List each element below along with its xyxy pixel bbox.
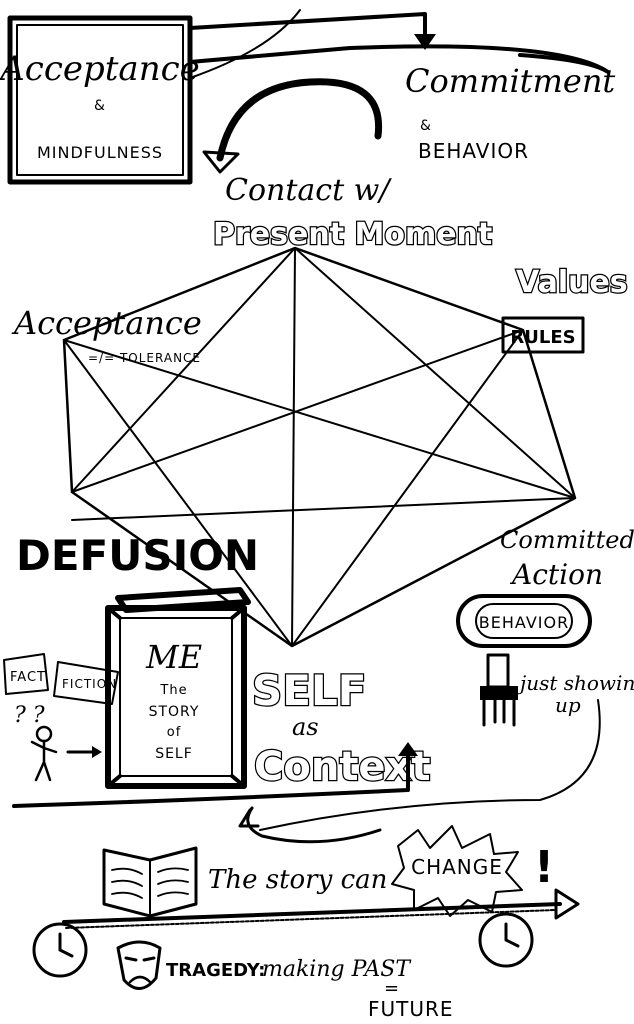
story-can-text: The story can xyxy=(208,865,387,895)
future-text: FUTURE xyxy=(368,997,454,1021)
rules-label: RULES xyxy=(510,327,575,348)
down-arrowhead-icon xyxy=(414,34,436,50)
right-arrowhead-icon xyxy=(92,746,102,758)
question-marks: ? ? xyxy=(14,703,45,728)
swoosh-arrowhead-icon xyxy=(238,808,260,828)
sketch-stroke-1 xyxy=(189,9,301,79)
timeline-hatch xyxy=(65,909,556,929)
top-connector-line xyxy=(188,12,427,46)
commitment-title: Commitment xyxy=(405,62,615,100)
future-clock-icon xyxy=(478,912,534,968)
box-title: Acceptance xyxy=(0,49,200,89)
book-corner-marks xyxy=(106,606,246,788)
chair-icon xyxy=(480,653,518,727)
commitment-subtitle: BEHAVIOR xyxy=(418,139,529,163)
box-subtitle: MINDFULNESS xyxy=(37,143,163,162)
commitment-amp: & xyxy=(420,118,432,134)
values-label: Values xyxy=(516,265,628,300)
book-of: of xyxy=(167,725,182,740)
present-moment-line1: Contact w/ xyxy=(225,173,392,208)
sketch-stroke-2 xyxy=(259,699,601,831)
behavior-oval-outer xyxy=(456,594,592,648)
tragedy-label: TRAGEDY: xyxy=(166,960,265,981)
just-showing-line2: up xyxy=(555,693,581,717)
behavior-label: BEHAVIOR xyxy=(479,613,569,632)
hexaflex-diagram xyxy=(62,246,577,648)
self-base-line xyxy=(12,750,410,808)
book-self: SELF xyxy=(155,746,193,762)
curved-arrowhead-icon xyxy=(202,150,240,174)
curved-return-arrow xyxy=(216,78,383,162)
equals-sign: = xyxy=(384,978,400,999)
story-book xyxy=(105,587,251,789)
hex-line-present-committed xyxy=(294,247,576,499)
book-me: ME xyxy=(145,638,202,676)
open-book-icon xyxy=(102,846,198,918)
box-inner-frame xyxy=(16,24,184,176)
committed-action-line1: Committed xyxy=(500,526,634,554)
defusion-label: DEFUSION xyxy=(16,531,259,580)
hex-line-present-defusion xyxy=(71,247,296,493)
timeline-arrowhead-icon xyxy=(554,888,580,920)
fiction-label: FICTION xyxy=(62,677,117,691)
making-past-text: making PAST xyxy=(262,957,412,982)
fact-tag xyxy=(3,653,49,695)
acceptance-note: =/= TOLERANCE xyxy=(88,351,201,365)
rules-box xyxy=(501,316,585,354)
hex-line-acceptance-committed xyxy=(63,339,576,499)
book-story: STORY xyxy=(149,704,200,720)
up-arrowhead-icon xyxy=(398,742,418,756)
box-outer-frame xyxy=(7,15,193,185)
book-cover xyxy=(105,605,247,789)
acceptance-mindfulness-box: Acceptance & MINDFULNESS xyxy=(0,15,200,185)
top-bar-line xyxy=(188,44,610,74)
hex-line-present-self xyxy=(291,247,296,647)
acceptance-label: Acceptance xyxy=(11,304,202,342)
exclaim-mark: ! xyxy=(534,842,554,893)
fact-label: FACT xyxy=(10,670,46,685)
past-clock-icon xyxy=(32,922,88,978)
book-the: The xyxy=(159,683,187,698)
swoosh-arrow xyxy=(246,806,382,844)
stick-figure-icon xyxy=(30,725,58,782)
hex-line-defusion-committed xyxy=(71,497,576,521)
tragedy-mask-icon xyxy=(116,940,162,990)
hex-line-values-self xyxy=(291,329,524,647)
behavior-oval-inner xyxy=(475,603,573,639)
fiction-tag xyxy=(53,661,119,705)
book-inner-frame xyxy=(119,617,233,777)
committed-action-line2: Action xyxy=(509,558,603,591)
just-showing-line1: just showing xyxy=(516,671,634,695)
hex-line-acceptance-self xyxy=(63,339,293,647)
self-line2: as xyxy=(292,713,319,741)
change-burst xyxy=(391,825,523,917)
timeline-line xyxy=(62,902,562,924)
box-amp: & xyxy=(94,98,106,114)
hex-line-values-defusion xyxy=(71,329,524,493)
present-moment-line2: Present Moment xyxy=(213,217,492,252)
self-line1: SELF xyxy=(252,666,366,715)
change-text: CHANGE xyxy=(411,855,503,879)
